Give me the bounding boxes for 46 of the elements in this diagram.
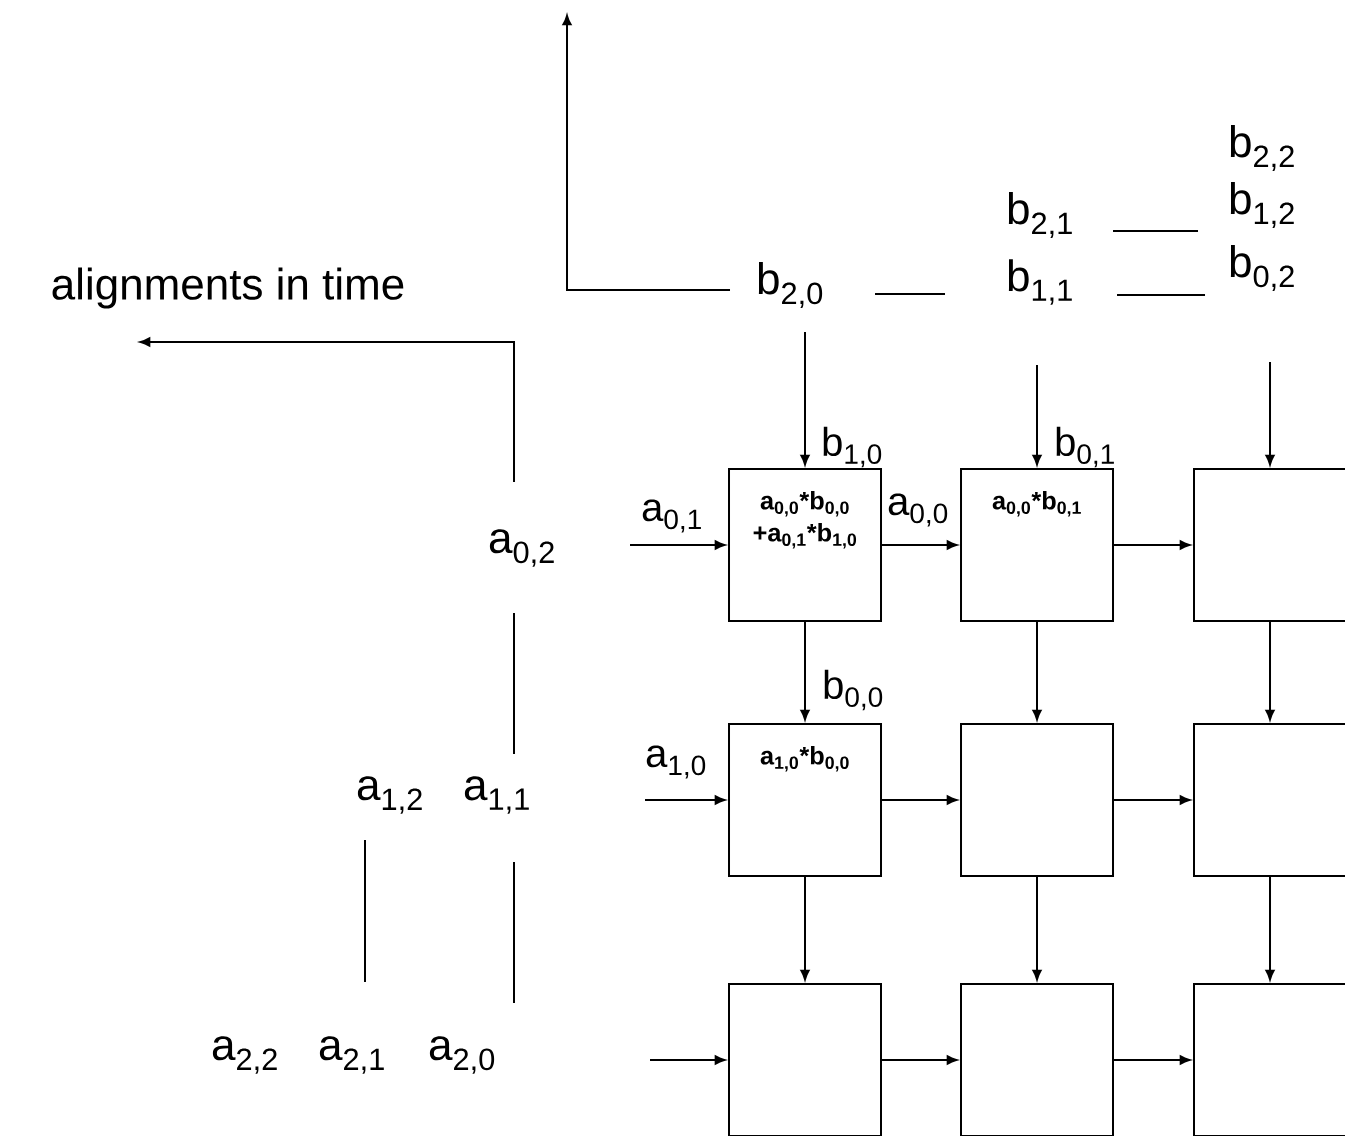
arrow <box>881 1055 958 1065</box>
arrow <box>649 1055 726 1065</box>
processing-box: a$_{0,0}$*b$_{0,0}$ +a$_{0,1}$*b$_{1,0}$ <box>728 468 882 622</box>
matrix-element-label: a$_{2,0}$ <box>429 1036 495 1074</box>
arrow <box>644 795 726 805</box>
arrow <box>1113 1055 1191 1065</box>
processing-box: a$_{1,0}$*b$_{0,0}$ <box>728 723 882 877</box>
arrow <box>1032 621 1042 721</box>
processing-box <box>1193 723 1345 877</box>
matrix-element-label: b$_{2,0}$ <box>758 262 823 308</box>
arrow <box>1113 795 1191 805</box>
processing-box <box>960 723 1114 877</box>
matrix-element-label: a$_{2,1}$ <box>319 1036 384 1074</box>
arrow <box>881 795 958 805</box>
matrix-element-label: b$_{2,1}$ <box>1008 192 1072 238</box>
arrow <box>1113 540 1191 550</box>
processing-box <box>728 983 882 1136</box>
processing-box <box>1193 983 1345 1136</box>
edge-label: b$_{0,0}$ <box>824 669 883 711</box>
arrow <box>1032 364 1042 466</box>
edge-label: a$_{0,1}$ <box>642 499 701 533</box>
matrix-element-label: b$_{2,2}$ <box>1230 125 1294 171</box>
arrow <box>1265 621 1275 721</box>
arrow <box>1265 876 1275 981</box>
arrow <box>800 876 810 981</box>
arrow <box>1265 361 1275 466</box>
matrix-element-label: a$_{1,1}$ <box>464 776 529 814</box>
matrix-element-label: b$_{1,1}$ <box>1008 259 1072 305</box>
arrow <box>800 621 810 721</box>
edge-label: b$_{1,0}$ <box>823 426 882 468</box>
arrow <box>881 540 958 550</box>
processing-box <box>960 983 1114 1136</box>
arrow <box>1032 876 1042 981</box>
processing-box: a$_{0,0}$*b$_{0,1}$ <box>960 468 1114 622</box>
matrix-element-label: b$_{1,2}$ <box>1230 182 1294 228</box>
processing-box <box>1193 468 1345 622</box>
edge-label: b$_{0,1}$ <box>1056 426 1114 468</box>
edge-label: a$_{1,0}$ <box>646 745 706 779</box>
matrix-element-label: a$_{1,2}$ <box>357 776 422 814</box>
arrow <box>629 540 726 550</box>
edge-label: a$_{0,0}$ <box>888 493 948 527</box>
matrix-element-label: a$_{0,2}$ <box>489 529 554 567</box>
arrow <box>800 331 810 466</box>
matrix-element-label: b$_{0,2}$ <box>1230 245 1294 291</box>
axis-label: alignments in time <box>52 267 404 309</box>
matrix-element-label: a$_{2,2}$ <box>212 1036 277 1074</box>
